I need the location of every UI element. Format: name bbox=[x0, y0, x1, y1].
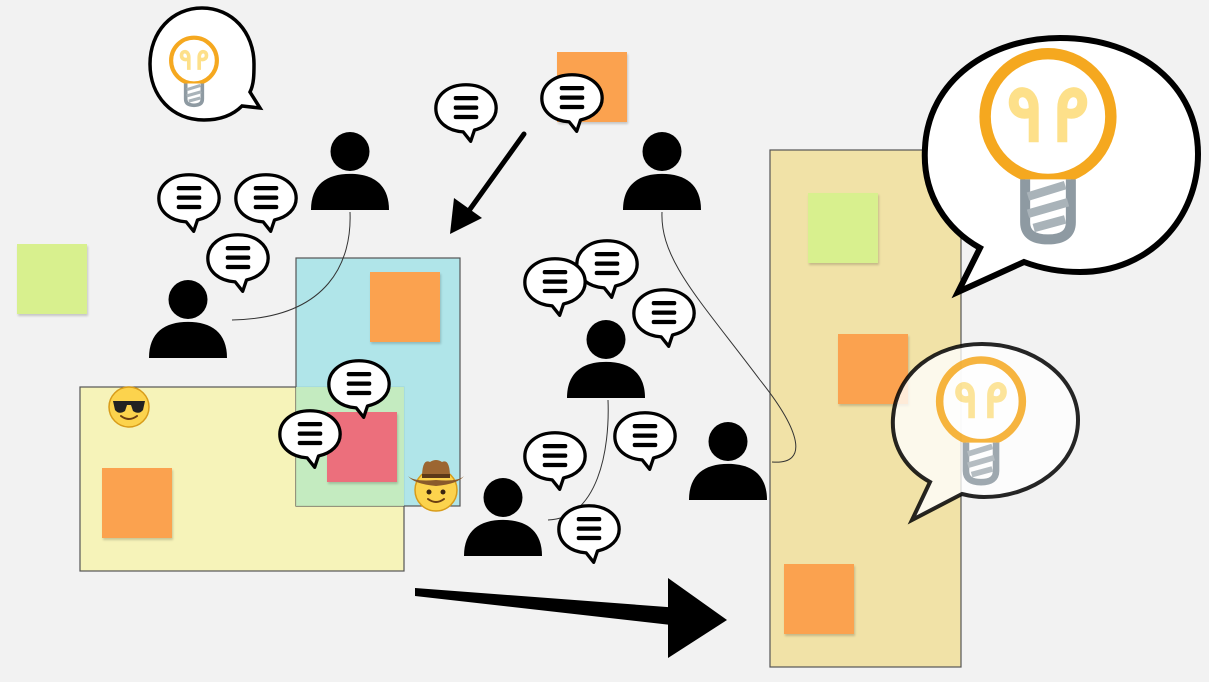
sticky-note-green[interactable] bbox=[17, 244, 87, 314]
idea-bubble-large[interactable] bbox=[921, 34, 1202, 299]
sticky-note-orange[interactable] bbox=[102, 468, 172, 538]
chat-bubble-icon[interactable] bbox=[523, 257, 587, 317]
connector-line bbox=[231, 211, 351, 321]
chat-bubble-icon[interactable] bbox=[206, 233, 270, 293]
sticky-note-orange[interactable] bbox=[370, 272, 440, 342]
chat-bubble-icon[interactable] bbox=[523, 431, 587, 491]
person-icon[interactable] bbox=[623, 132, 701, 210]
chat-bubble-icon[interactable] bbox=[157, 173, 221, 233]
sticky-note-green[interactable] bbox=[808, 193, 878, 263]
person-icon[interactable] bbox=[567, 320, 645, 398]
arrow-down-left bbox=[450, 131, 527, 234]
chat-bubble-icon[interactable] bbox=[434, 83, 498, 143]
chat-bubble-icon[interactable] bbox=[234, 173, 298, 233]
arrow-right bbox=[415, 578, 727, 658]
chat-bubble-icon[interactable] bbox=[540, 73, 604, 133]
sticky-note-orange[interactable] bbox=[838, 334, 908, 404]
idea-bubble-medium[interactable] bbox=[890, 341, 1081, 525]
chat-bubble-icon[interactable] bbox=[557, 504, 621, 564]
connector-line bbox=[661, 211, 797, 463]
person-icon[interactable] bbox=[689, 422, 767, 500]
cowboy-face-icon[interactable] bbox=[408, 460, 464, 512]
chat-bubble-icon[interactable] bbox=[613, 411, 677, 471]
sticky-note-orange[interactable] bbox=[784, 564, 854, 634]
idea-bubble-small[interactable] bbox=[148, 6, 264, 122]
person-icon[interactable] bbox=[464, 478, 542, 556]
person-icon[interactable] bbox=[149, 280, 227, 358]
chat-bubble-icon[interactable] bbox=[575, 239, 639, 299]
sunglasses-face-icon[interactable] bbox=[108, 386, 150, 428]
chat-bubble-icon[interactable] bbox=[632, 288, 696, 348]
person-icon[interactable] bbox=[311, 132, 389, 210]
